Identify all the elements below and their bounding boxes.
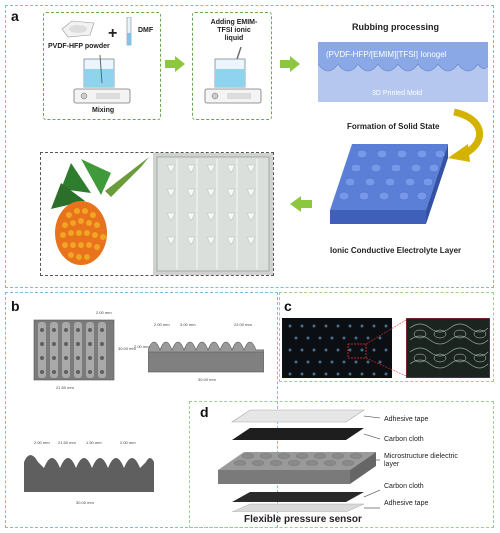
flow-arrow-2 bbox=[280, 56, 300, 72]
hotplate-beaker-icon bbox=[73, 55, 131, 104]
layer-adhesive-bottom: Adhesive tape bbox=[384, 500, 429, 507]
dim-label-10: 1.50 mm bbox=[86, 440, 102, 445]
hotplate-pipette-icon bbox=[204, 47, 262, 104]
plus-sign: + bbox=[108, 25, 118, 42]
layer-carbon-bottom: Carbon cloth bbox=[384, 483, 424, 490]
mold-label: 3D Printed Mold bbox=[372, 90, 423, 97]
dim-label-8: 2.00 mm bbox=[34, 440, 50, 445]
panel-b-letter: b bbox=[11, 298, 20, 314]
mold-illustration bbox=[318, 42, 488, 102]
panel-a-letter: a bbox=[11, 8, 19, 24]
dim-label-12: 30.00 mm bbox=[76, 500, 94, 505]
ionogel-label: (PVDF-HFP/[EMIM][TFSI] Ionogel bbox=[326, 50, 447, 59]
dim-label-2: 30.00 mm bbox=[118, 346, 136, 351]
mold-cross-section bbox=[24, 455, 154, 492]
pine-cone-photo bbox=[41, 153, 153, 275]
photo-frame bbox=[40, 152, 274, 276]
sensor-stack bbox=[218, 409, 381, 512]
solid-state-label: Formation of Solid State bbox=[347, 122, 440, 131]
layer-adhesive-top: Adhesive tape bbox=[384, 416, 429, 423]
mixing-step-box: PVDF-HFP powder + DMF Mixing bbox=[43, 12, 161, 120]
microscope-overview bbox=[282, 318, 392, 378]
dim-label-0: 21.50 mm bbox=[56, 385, 74, 390]
adding-emim-label: Adding EMIM-TFSI ionic liquid bbox=[210, 19, 258, 42]
pvdf-hfp-label: PVDF-HFP powder bbox=[48, 43, 110, 50]
dmf-bottle-icon bbox=[126, 17, 132, 46]
zoom-connector bbox=[366, 319, 406, 377]
dim-label-11: 2.00 mm bbox=[120, 440, 136, 445]
layer-dielectric: Microstructure dielectric layer bbox=[384, 453, 458, 468]
dim-label-5: 22.00 mm bbox=[234, 322, 252, 327]
panel-d bbox=[189, 401, 494, 528]
layer-carbon-top: Carbon cloth bbox=[384, 436, 424, 443]
panel-c bbox=[279, 292, 494, 382]
powder-icon bbox=[61, 20, 95, 38]
flow-arrow-1 bbox=[165, 56, 185, 72]
dim-label-7: 2.00 mm bbox=[134, 344, 150, 349]
dmf-label: DMF bbox=[138, 27, 154, 34]
dim-label-4: 3.00 mm bbox=[180, 322, 196, 327]
flow-arrow-3 bbox=[290, 196, 312, 212]
panel-c-letter: c bbox=[284, 298, 292, 314]
rubbing-title: Rubbing processing bbox=[352, 22, 440, 32]
dim-label-1: 2.00 mm bbox=[96, 310, 112, 315]
electrolyte-layer-3d bbox=[330, 144, 448, 224]
dim-label-9: 21.50 mm bbox=[58, 440, 76, 445]
mold-side-view bbox=[148, 341, 264, 373]
mold-top-view bbox=[33, 319, 115, 381]
sensor-caption: Flexible pressure sensor bbox=[244, 514, 362, 525]
dim-label-3: 2.00 mm bbox=[154, 322, 170, 327]
ionogel-sample-photo bbox=[153, 153, 273, 275]
mixing-label: Mixing bbox=[92, 107, 115, 114]
electrolyte-label: Ionic Conductive Electrolyte Layer bbox=[330, 246, 462, 255]
panel-a bbox=[5, 5, 494, 288]
panel-d-letter: d bbox=[200, 404, 209, 420]
microscope-zoom bbox=[406, 318, 490, 378]
dim-label-6: 30.00 mm bbox=[198, 377, 216, 382]
ionic-liquid-step-box: Adding EMIM-TFSI ionic liquid bbox=[192, 12, 272, 120]
curved-arrow bbox=[448, 108, 483, 162]
